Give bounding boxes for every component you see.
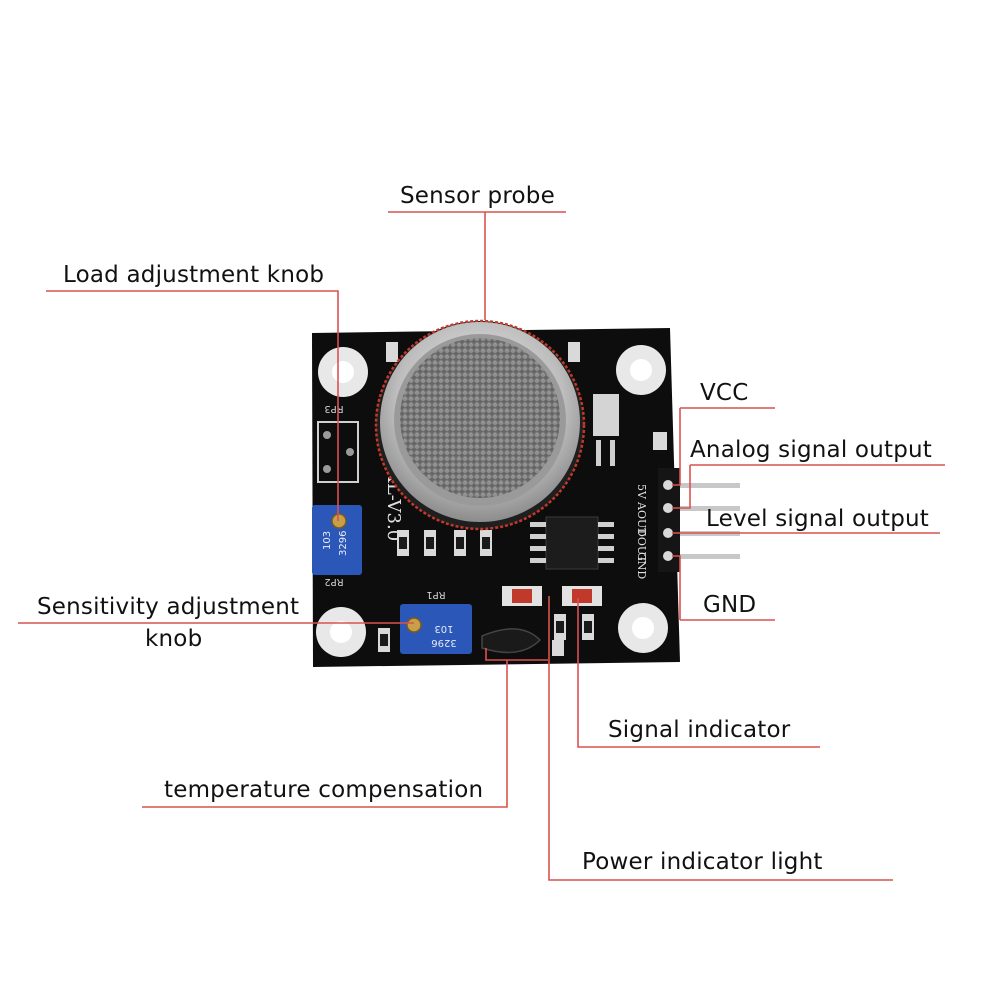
thermistor bbox=[481, 628, 542, 654]
comparator-chip bbox=[530, 516, 614, 570]
rp2-pot-code: 103 bbox=[322, 531, 333, 550]
label-sensitivity-adjustment-line1: Sensitivity adjustment bbox=[37, 594, 300, 620]
leader-signal-indicator bbox=[577, 598, 820, 748]
label-sensor-probe: Sensor probe bbox=[400, 183, 555, 209]
label-sensitivity-adjustment-line2: knob bbox=[145, 626, 203, 652]
leader-temp-comp bbox=[142, 648, 548, 808]
leader-vcc bbox=[672, 407, 775, 486]
sensor-probe-body bbox=[374, 319, 586, 531]
pin-label-aout: AOUT bbox=[635, 501, 648, 536]
label-signal-indicator: Signal indicator bbox=[608, 717, 791, 743]
label-level-signal-output: Level signal output bbox=[706, 506, 930, 532]
rp2-silkscreen: RP2 bbox=[324, 576, 343, 587]
rp1-pot-code: 103 bbox=[434, 623, 453, 634]
label-vcc: VCC bbox=[700, 380, 749, 406]
rp1-pot-brand: 3296 bbox=[431, 637, 456, 648]
leader-power-indicator bbox=[548, 596, 893, 881]
pcb-board: RP3 103 3296 RP2 103 3296 RP1 XL-V3.0 bbox=[312, 319, 740, 667]
rp1-silkscreen: RP1 bbox=[426, 589, 445, 600]
leader-lines bbox=[18, 211, 945, 881]
rp2-pot-brand: 3296 bbox=[338, 531, 349, 556]
rp3-silkscreen: RP3 bbox=[324, 403, 343, 414]
rp2-potentiometer: 103 3296 RP2 bbox=[312, 505, 362, 587]
leader-sensor-probe bbox=[388, 211, 566, 320]
leader-gnd bbox=[672, 555, 775, 621]
label-power-indicator-light: Power indicator light bbox=[582, 849, 823, 875]
pin-label-5v: 5V bbox=[635, 484, 648, 500]
label-temperature-compensation: temperature compensation bbox=[164, 777, 484, 803]
rp1-potentiometer: 103 3296 RP1 bbox=[400, 589, 472, 654]
mounting-hole bbox=[618, 603, 668, 653]
leader-analog bbox=[672, 464, 945, 509]
mounting-hole bbox=[318, 347, 368, 397]
label-load-adjustment-knob: Load adjustment knob bbox=[63, 262, 325, 288]
smd-components bbox=[378, 342, 667, 656]
label-gnd: GND bbox=[703, 592, 757, 618]
voltage-regulator bbox=[593, 394, 619, 466]
mounting-hole bbox=[316, 607, 366, 657]
leader-load-knob bbox=[46, 290, 339, 521]
mounting-hole bbox=[616, 345, 666, 395]
pin-label-gnd: GND bbox=[635, 552, 648, 579]
pin-label-dout: DOUT bbox=[635, 528, 648, 563]
rp3-footprint: RP3 bbox=[317, 403, 359, 483]
label-analog-signal-output: Analog signal output bbox=[690, 437, 932, 463]
signal-led bbox=[562, 586, 602, 606]
power-led bbox=[502, 586, 542, 606]
